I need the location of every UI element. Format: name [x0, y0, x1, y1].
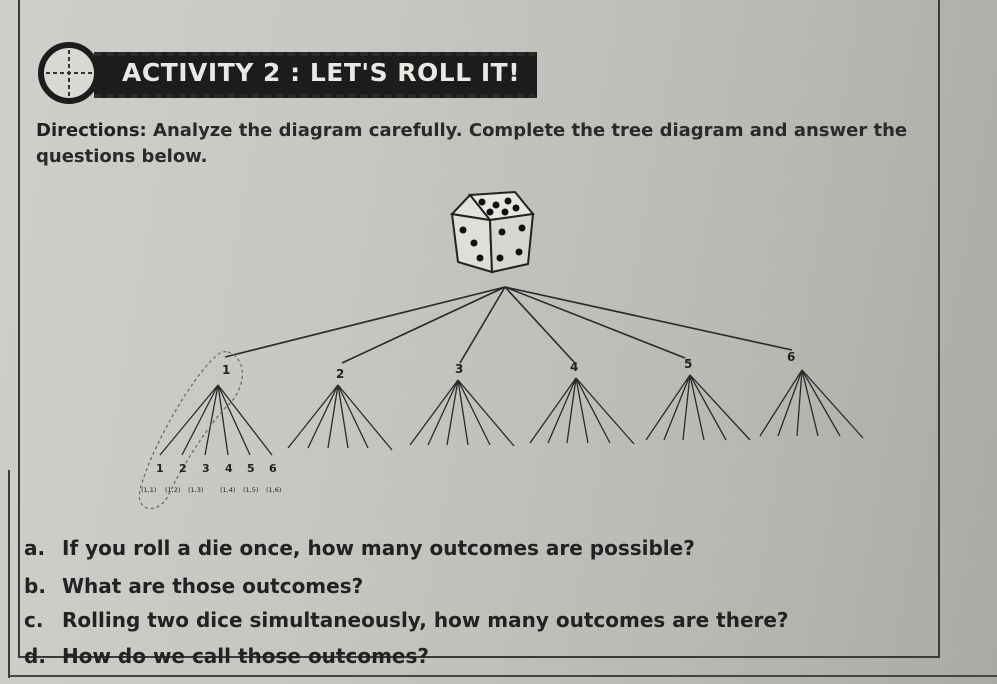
question-b: b. What are those outcomes?: [24, 574, 363, 598]
sub-label-3: 3: [202, 462, 210, 475]
sub-label-4: 4: [225, 462, 233, 475]
activity-banner: ACTIVITY 2 : LET'S ROLL IT!: [34, 42, 544, 104]
sub-branches-6: [759, 369, 864, 439]
branch-label-5: 5: [684, 357, 692, 371]
branch-label-2: 2: [336, 367, 344, 381]
branch-label-6: 6: [787, 350, 795, 364]
sub-branches-5: [645, 374, 751, 441]
outcome-5: (1,5): [243, 486, 258, 494]
outcome-3: (1,3): [188, 486, 203, 494]
sub-branches-4: [529, 377, 635, 445]
question-c-text: Rolling two dice simultaneously, how man…: [62, 608, 789, 632]
sub-label-2: 2: [179, 462, 187, 475]
die-icon: [449, 190, 535, 274]
highlight-oval: [138, 351, 243, 510]
sub-branches-1: [159, 384, 273, 456]
directions-text-line2: questions below.: [36, 146, 208, 167]
question-d-text: How do we call those outcomes?: [62, 644, 429, 668]
branch-label-1: 1: [222, 363, 230, 377]
worksheet-bottom-rule: [8, 675, 997, 677]
branch-label-3: 3: [455, 362, 463, 376]
sub-branches-3: [409, 379, 515, 447]
directions-text-line1: Analyze the diagram carefully. Complete …: [153, 120, 908, 141]
question-c: c. Rolling two dice simultaneously, how m…: [24, 608, 789, 632]
question-a-letter: a.: [24, 536, 46, 560]
sub-label-5: 5: [247, 462, 255, 475]
directions-block: Directions: Analyze the diagram carefull…: [36, 118, 936, 170]
question-d: d. How do we call those outcomes?: [24, 644, 429, 668]
directions-label: Directions:: [36, 120, 147, 141]
question-c-letter: c.: [24, 608, 44, 632]
question-a: a. If you roll a die once, how many outco…: [24, 536, 695, 560]
worksheet-lower-border: [8, 470, 939, 678]
branch-label-4: 4: [570, 360, 578, 374]
worksheet-border: [18, 0, 940, 658]
main-branches: [224, 286, 793, 364]
outcome-1: (1,1): [141, 486, 156, 494]
sub-branches-2: [287, 384, 393, 451]
activity-title: ACTIVITY 2 : LET'S ROLL IT!: [122, 58, 521, 87]
outcome-6: (1,6): [266, 486, 281, 494]
crosshair-icon: [38, 42, 100, 104]
sub-label-1: 1: [156, 462, 164, 475]
outcome-2: (1,2): [165, 486, 180, 494]
question-a-text: If you roll a die once, how many outcome…: [62, 536, 695, 560]
question-d-letter: d.: [24, 644, 46, 668]
sub-label-6: 6: [269, 462, 277, 475]
question-b-text: What are those outcomes?: [62, 574, 364, 598]
question-b-letter: b.: [24, 574, 46, 598]
outcome-4: (1,4): [220, 486, 235, 494]
activity-banner-box: [94, 52, 537, 98]
